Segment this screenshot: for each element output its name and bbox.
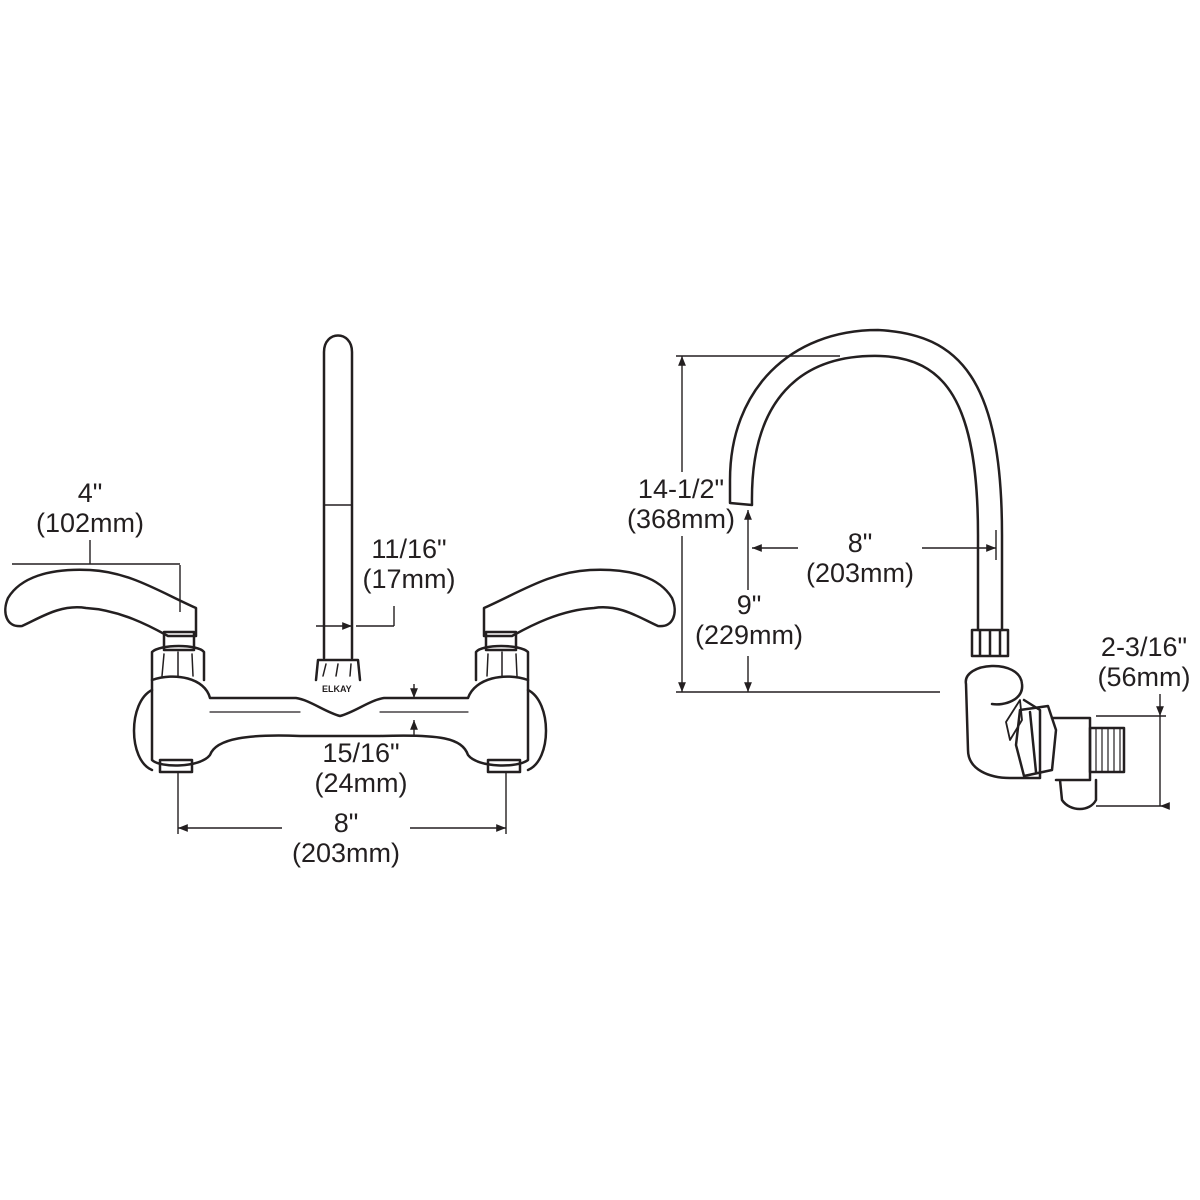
side-hex-nut <box>1014 704 1058 778</box>
spout-front <box>322 334 354 660</box>
dim-center-spacing: 8" (203mm) <box>282 808 410 868</box>
spout-base-nut <box>314 658 362 682</box>
dim-spout-clearance-metric: (229mm) <box>694 620 803 650</box>
dim-spout-reach-imperial: 8" <box>847 528 873 558</box>
dim-wall-projection-metric: (56mm) <box>1097 662 1191 692</box>
dim-spout-clearance: 9" (229mm) <box>686 590 812 650</box>
dim-body-height-imperial: 15/16" <box>322 738 400 768</box>
dim-center-spacing-metric: (203mm) <box>291 838 400 868</box>
side-view <box>728 328 1126 811</box>
dim-spout-tube-diameter-imperial: 11/16" <box>371 534 447 564</box>
dim-center-spacing-imperial: 8" <box>333 808 359 838</box>
right-valve <box>474 630 530 774</box>
dim-wall-projection-imperial: 2-3/16" <box>1100 632 1188 662</box>
dim-spout-reach-metric: (203mm) <box>805 558 914 588</box>
dim-overall-height-metric: (368mm) <box>626 504 735 534</box>
dim-spout-reach: 8" (203mm) <box>798 528 922 588</box>
brand-mark: ELKAY <box>322 684 352 694</box>
faucet-body <box>150 675 530 767</box>
dim-overall-height: 14-1/2" (368mm) <box>618 474 744 534</box>
side-valve-body <box>964 664 1042 780</box>
dim-body-height-metric: (24mm) <box>314 768 408 798</box>
right-wrist-blade-handle <box>482 568 676 638</box>
dim-handle-length-imperial: 4" <box>77 478 103 508</box>
right-wall-flange <box>526 688 548 772</box>
dim-handle-length-metric: (102mm) <box>35 508 144 538</box>
spout-side <box>728 328 1004 632</box>
dim-spout-tube-diameter: 11/16" (17mm) <box>354 534 464 594</box>
inlet-thread <box>1088 726 1126 774</box>
left-wrist-blade-handle <box>4 568 198 638</box>
left-valve <box>150 630 206 774</box>
spout-coupling-nut <box>970 628 1010 658</box>
dim-wall-projection: 2-3/16" (56mm) <box>1090 632 1198 692</box>
left-wall-flange <box>132 688 154 772</box>
dim-spout-tube-diameter-metric: (17mm) <box>362 564 456 594</box>
dim-body-height: 15/16" (24mm) <box>306 738 416 798</box>
dim-overall-height-imperial: 14-1/2" <box>637 474 725 504</box>
dim-handle-length: 4" (102mm) <box>28 478 152 538</box>
dim-spout-clearance-imperial: 9" <box>736 590 762 620</box>
front-view <box>4 334 676 774</box>
